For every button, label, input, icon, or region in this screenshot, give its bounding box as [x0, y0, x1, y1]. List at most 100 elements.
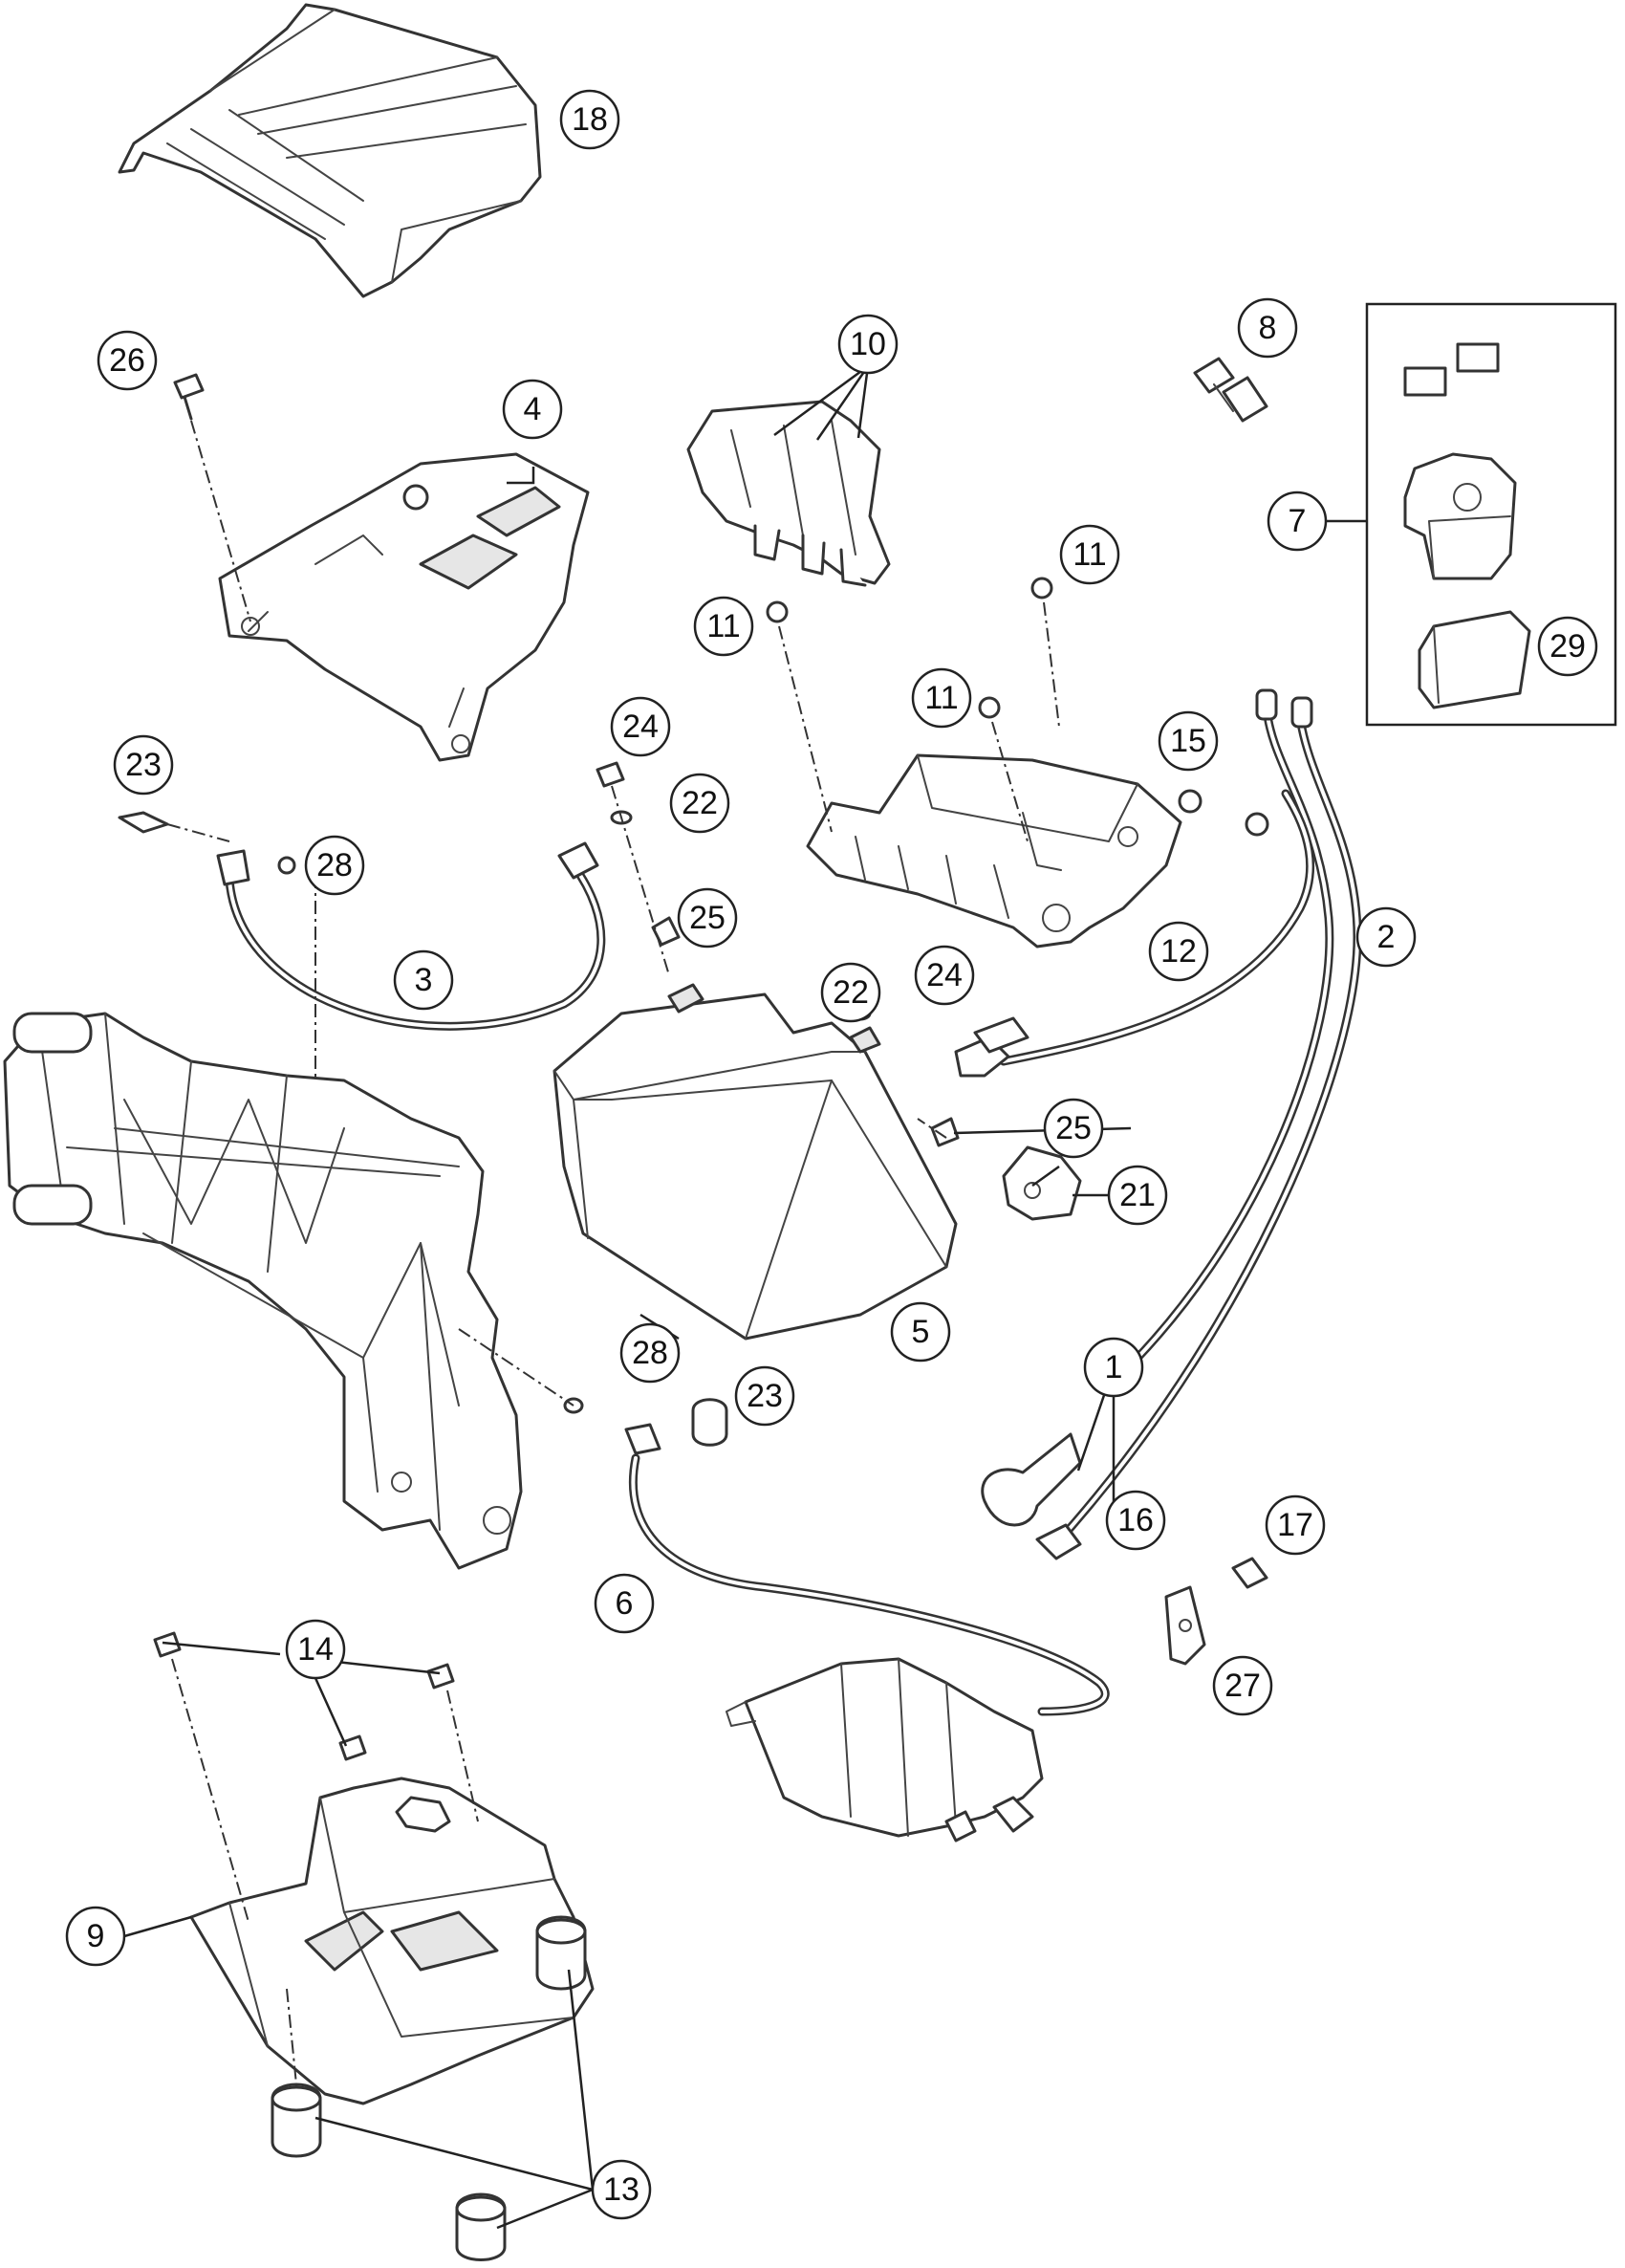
- callout-7: 7: [1267, 491, 1328, 552]
- svg-text:9: 9: [87, 1918, 105, 1954]
- screw-17-part: [1231, 1557, 1268, 1589]
- assembly-line-25b: [917, 1118, 947, 1139]
- callout-5: 5: [890, 1301, 951, 1363]
- callout-17: 17: [1265, 1494, 1326, 1556]
- battery-box-part: [189, 1777, 595, 2105]
- relay-block-part: [686, 400, 891, 587]
- callout-14: 14: [285, 1619, 346, 1680]
- callout-22a: 22: [669, 773, 730, 834]
- svg-text:21: 21: [1119, 1177, 1156, 1213]
- svg-text:23: 23: [747, 1378, 783, 1414]
- relay-cap-part: [1418, 610, 1531, 709]
- assembly-line-11b: [1043, 601, 1060, 728]
- svg-text:10: 10: [850, 326, 886, 362]
- battery-part: [552, 983, 958, 1341]
- svg-text:1: 1: [1105, 1349, 1123, 1385]
- svg-text:27: 27: [1224, 1668, 1261, 1704]
- svg-text:24: 24: [926, 957, 963, 993]
- frame-part: [3, 1012, 523, 1570]
- svg-text:12: 12: [1160, 933, 1197, 970]
- callout-24a: 24: [610, 696, 671, 757]
- kit-frame: [1365, 302, 1617, 727]
- screw-11-part: [766, 577, 1053, 719]
- svg-text:28: 28: [316, 847, 353, 883]
- bolt-24-part: [973, 1016, 1029, 1054]
- assembly-line-14b: [446, 1690, 479, 1822]
- starter-cable-part: [563, 1397, 1110, 1716]
- callout-16: 16: [1105, 1490, 1166, 1551]
- svg-text:16: 16: [1117, 1502, 1154, 1538]
- assembly-line-11c: [991, 721, 1029, 842]
- top-cover-part: [118, 3, 542, 298]
- battery-cable-part: [1047, 688, 1362, 1554]
- svg-text:13: 13: [603, 2171, 639, 2208]
- svg-text:11: 11: [1072, 536, 1106, 573]
- callout-1: 1: [1083, 1337, 1144, 1398]
- svg-text:17: 17: [1277, 1507, 1313, 1543]
- cable-3-part: [118, 811, 606, 1031]
- bolt-14-part: [153, 1631, 455, 1761]
- callout-6: 6: [594, 1573, 655, 1634]
- callout-26: 26: [97, 330, 158, 391]
- connector-part: [1002, 1145, 1082, 1221]
- callout-28b: 28: [619, 1322, 681, 1384]
- callout-29: 29: [1537, 616, 1598, 677]
- callout-15: 15: [1158, 710, 1219, 772]
- svg-text:29: 29: [1549, 628, 1586, 665]
- callout-11c: 11: [911, 667, 972, 729]
- callout-23a: 23: [113, 734, 174, 796]
- rubber-mount-part: [271, 1915, 587, 2261]
- rubber-plug-part: [1178, 789, 1269, 837]
- callout-27: 27: [1212, 1655, 1273, 1716]
- svg-text:5: 5: [912, 1314, 930, 1350]
- battery-holder-bracket-part: [218, 452, 590, 762]
- svg-text:26: 26: [109, 342, 145, 379]
- svg-text:3: 3: [415, 962, 433, 998]
- callout-4: 4: [502, 379, 563, 440]
- svg-text:7: 7: [1289, 503, 1307, 539]
- holder-tray-part: [806, 753, 1182, 949]
- svg-text:11: 11: [706, 608, 740, 644]
- assembly-line-26: [190, 420, 251, 622]
- svg-text:18: 18: [572, 101, 608, 138]
- assembly-line-11a: [778, 625, 833, 833]
- assembly-line-28b: [458, 1328, 574, 1407]
- assembly-line-14a: [171, 1658, 249, 1923]
- callout-25a: 25: [677, 887, 738, 949]
- fuse-cap-part: [1193, 357, 1268, 423]
- callout-18: 18: [559, 89, 620, 150]
- svg-text:15: 15: [1170, 723, 1206, 759]
- screw-26-part: [173, 373, 205, 421]
- ground-cable-part: [954, 789, 1315, 1078]
- callout-13: 13: [591, 2159, 652, 2220]
- svg-text:24: 24: [622, 709, 659, 745]
- callout-23b: 23: [734, 1365, 795, 1427]
- terminal-27-part: [1164, 1585, 1206, 1666]
- svg-text:2: 2: [1377, 919, 1396, 955]
- callout-9: 9: [65, 1906, 126, 1967]
- assembly-line-13: [286, 1988, 297, 2085]
- callout-11a: 11: [1059, 524, 1120, 585]
- svg-text:23: 23: [125, 747, 162, 783]
- callout-8: 8: [1237, 297, 1298, 359]
- battery-cover-cap-part: [981, 1432, 1082, 1560]
- assembly-line-23a: [166, 823, 230, 842]
- callout-28a: 28: [304, 835, 365, 896]
- callout-25b: 25: [1043, 1098, 1104, 1159]
- assembly-line-24a: [611, 785, 670, 976]
- svg-text:22: 22: [833, 974, 869, 1011]
- callout-22b: 22: [820, 962, 881, 1023]
- callout-11b: 11: [693, 596, 754, 657]
- callout-3: 3: [393, 949, 454, 1011]
- starter-motor-part: [726, 1657, 1044, 1843]
- svg-text:28: 28: [632, 1335, 668, 1371]
- callout-24b: 24: [914, 945, 975, 1006]
- svg-text:22: 22: [682, 785, 718, 821]
- svg-text:6: 6: [616, 1585, 634, 1622]
- svg-text:8: 8: [1259, 310, 1277, 346]
- fuse-part: [1403, 342, 1500, 397]
- svg-text:14: 14: [297, 1631, 334, 1668]
- callout-10: 10: [837, 314, 899, 375]
- svg-text:11: 11: [924, 680, 958, 716]
